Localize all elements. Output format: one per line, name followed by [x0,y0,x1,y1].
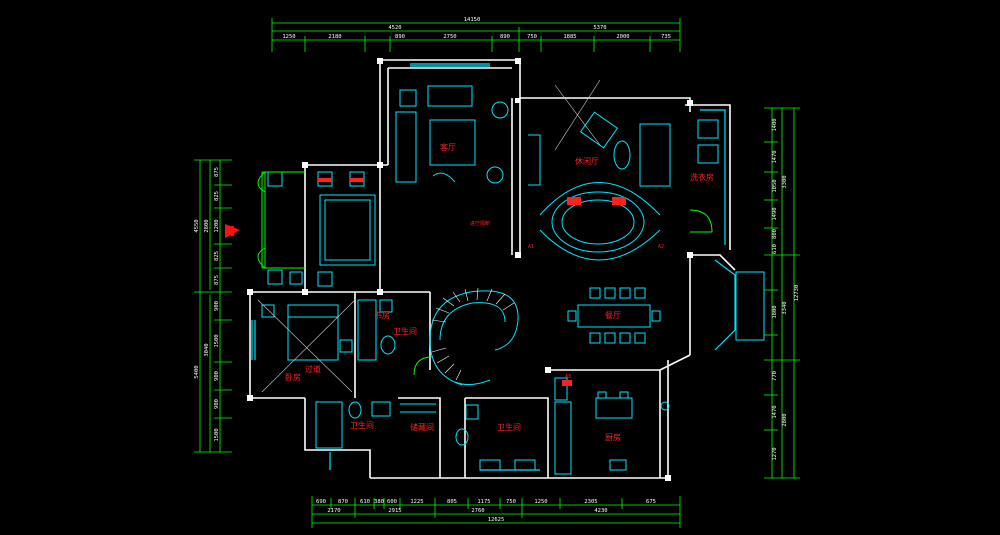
dimension-labels: 14150 4520 5370 1250 2180 890 2750 890 7… [194,17,800,523]
room-label-storage: 储藏间 [410,422,434,432]
dim-right-l3-8: 1470 [772,405,778,418]
room-label-dining: 餐厅 [605,311,621,320]
room-label-living: 客厅 [440,142,456,152]
doors [257,171,713,376]
room-labels: 客厅 休闲厅 洗衣房 餐厅 厨房 卫生间 卫生间 卫生间 卧房 储藏间 书房 过… [285,142,714,442]
column-tag-b: A2 [658,244,664,250]
dim-right-l3-1: 1470 [772,150,778,163]
dim-left-l3-upper-2: 1200 [214,219,220,232]
dim-left-l3-lower-4: 1500 [214,428,220,441]
dim-bot-l1-0: 690 [316,499,326,505]
dim-bot-l2-2: 2760 [471,508,484,514]
dim-top-l3-1: 2180 [328,34,341,40]
dim-bot-l1-7: 1175 [477,499,490,505]
room-label-bath3: 卫生间 [497,422,521,432]
red-accents [318,178,626,386]
dim-bot-l1-1: 870 [338,499,348,505]
dim-top-l3-6: 1885 [563,34,576,40]
dim-left-l2-upper: 2800 [204,219,210,232]
dim-bot-l1-9: 1250 [534,499,547,505]
entry-arrow-icon [225,224,240,238]
dim-right-l3-0: 1400 [772,118,778,131]
dim-right-l3-4: 800 [772,229,778,239]
room-label-laundry: 洗衣房 [690,172,714,182]
dim-right-overall: 12730 [794,285,800,302]
dim-right-l2-1: 3340 [782,301,788,314]
dim-left-l2-lower: 3040 [204,343,210,356]
column-tags: A1 A2 A3 进厅隔断 [470,220,664,380]
dim-right-l2-0: 3300 [782,175,788,188]
room-label-bedroom: 卧房 [285,372,301,382]
window-lines [251,63,736,471]
dim-left-l3-lower-3: 900 [214,399,220,409]
dim-bot-overall: 12625 [488,517,505,523]
room-label-bath2: 卫生间 [350,420,374,430]
columns [247,58,693,481]
dim-bot-l1-8: 750 [506,499,516,505]
dim-bot-l1-10: 2305 [584,499,597,505]
dimension-lines [194,18,800,528]
dim-left-l3-lower-0: 900 [214,301,220,311]
dim-top-l3-7: 2000 [616,34,629,40]
dim-bot-l1-5: 1225 [410,499,423,505]
dim-bot-l1-6: 805 [447,499,457,505]
dim-right-l3-9: 1270 [772,447,778,460]
dim-top-l3-5: 750 [527,34,537,40]
hall-note: 进厅隔断 [470,220,490,227]
dim-left-l3-lower-1: 1500 [214,334,220,347]
dim-right-l3-3: 1490 [772,207,778,220]
room-label-study: 书房 [374,310,390,320]
dim-top-overall: 14150 [464,17,481,23]
dim-left-l3-lower-2: 900 [214,371,220,381]
dim-top-l2-1: 5370 [593,25,606,31]
dim-bot-l1-2: 610 [360,499,370,505]
dim-bot-l1-11: 675 [646,499,656,505]
furniture [261,85,765,475]
column-tag-a: A1 [528,244,534,250]
dim-right-l3-6: 1800 [772,305,778,318]
dim-bot-l2-1: 2915 [388,508,401,514]
dim-right-l2-2: 2800 [782,413,788,426]
dim-left-l3-upper-0: 875 [214,167,220,177]
dim-left-l3-upper-3: 825 [214,251,220,261]
dim-top-l2-0: 4520 [388,25,401,31]
dim-bot-l1-4: 600 [387,499,397,505]
room-label-kitchen: 厨房 [605,432,621,442]
room-label-leisure: 休闲厅 [575,156,599,166]
dim-right-l3-5: 610 [772,244,778,254]
dim-right-l3-2: 1050 [772,179,778,192]
dim-top-l3-2: 890 [395,34,405,40]
column-tag-c: A3 [565,374,571,380]
dim-left-overall-lower: 5400 [194,365,200,378]
room-label-corridor: 过道 [305,364,321,374]
dim-top-l3-8: 735 [661,34,671,40]
dim-bot-l1-3: 380 [374,499,384,505]
dim-right-l3-7: 770 [772,371,778,381]
dim-top-l3-3: 2750 [443,34,456,40]
room-label-bath1: 卫生间 [393,326,417,336]
dim-left-overall-upper: 4550 [194,219,200,232]
dim-top-l3-4: 890 [500,34,510,40]
dim-top-l3-0: 1250 [282,34,295,40]
reference-lines [257,79,601,393]
dim-bot-l2-3: 4230 [594,508,607,514]
dim-left-l3-upper-1: 825 [214,191,220,201]
stair-treads [431,287,515,381]
dim-bot-l2-0: 2170 [327,508,340,514]
dim-left-l3-upper-4: 875 [214,275,220,285]
